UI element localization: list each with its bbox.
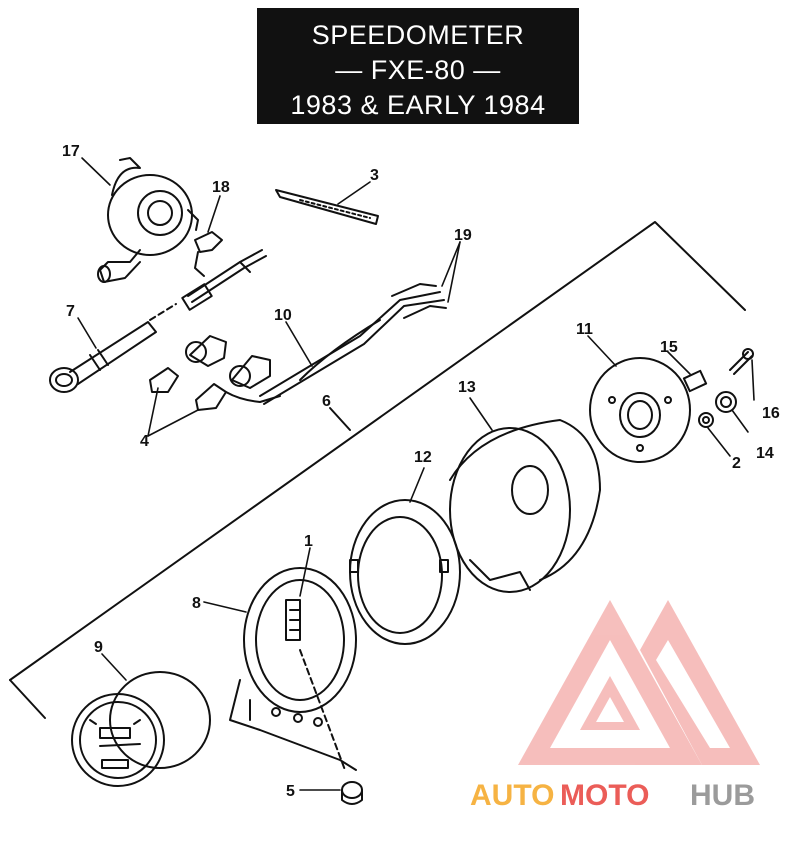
callout-5: 5: [286, 783, 295, 800]
watermark-hub: HUB: [690, 779, 755, 812]
part-18-clip: [194, 231, 223, 277]
part-7-cable: [49, 321, 157, 393]
callout-3: 3: [370, 167, 379, 184]
part-3-cable-strap: [275, 189, 379, 225]
part-19-terminals: [391, 283, 447, 319]
watermark-moto: MOTO: [560, 779, 649, 812]
callout-14: 14: [756, 445, 774, 462]
drive-shaft-assembly: [149, 249, 267, 321]
callout-1: 1: [304, 533, 313, 550]
part-10-wire-harness: [259, 291, 445, 405]
title-block: SPEEDOMETER — FXE-80 — 1983 & EARLY 1984: [257, 8, 579, 124]
callout-18: 18: [212, 179, 230, 196]
title-line-3: 1983 & EARLY 1984: [290, 90, 546, 120]
part-9-speedometer-head: [71, 671, 211, 787]
callout-16: 16: [762, 405, 780, 422]
part-11-mounting-plate: [589, 357, 691, 463]
watermark-auto: AUTO: [470, 779, 554, 812]
callout-15: 15: [660, 339, 678, 356]
callout-4: 4: [140, 433, 149, 450]
part-13-housing: [449, 419, 601, 593]
callout-19: 19: [454, 227, 472, 244]
callout-13: 13: [458, 379, 476, 396]
callout-11: 11: [576, 321, 593, 338]
part-15-16-14-2-fasteners: [682, 348, 754, 428]
part-12-lens-ring: [349, 499, 461, 645]
leader-lines: [77, 157, 755, 791]
callout-8: 8: [192, 595, 201, 612]
part-17-drive-unit: [97, 157, 199, 283]
watermark-logo: [518, 600, 760, 765]
callout-17: 17: [62, 143, 80, 160]
callout-9: 9: [94, 639, 103, 656]
bracket-group-6: [9, 221, 746, 719]
callout-7: 7: [66, 303, 75, 320]
callout-10: 10: [274, 307, 292, 324]
callout-labels: 17 18 3 19 7 10 4 6 11 15 16 14 2 13 12 …: [62, 143, 780, 800]
title-line-1: SPEEDOMETER: [311, 20, 525, 50]
part-1-stud: [285, 599, 346, 771]
callout-12: 12: [414, 449, 432, 466]
part-5-nut: [341, 781, 363, 805]
callout-6: 6: [322, 393, 331, 410]
part-4-lamp-sockets: [149, 335, 281, 411]
watermark-text: AUTO MOTO HUB: [470, 779, 755, 812]
callout-2: 2: [732, 455, 741, 472]
part-8-bracket: [229, 567, 357, 771]
title-line-2: — FXE-80 —: [335, 55, 501, 85]
